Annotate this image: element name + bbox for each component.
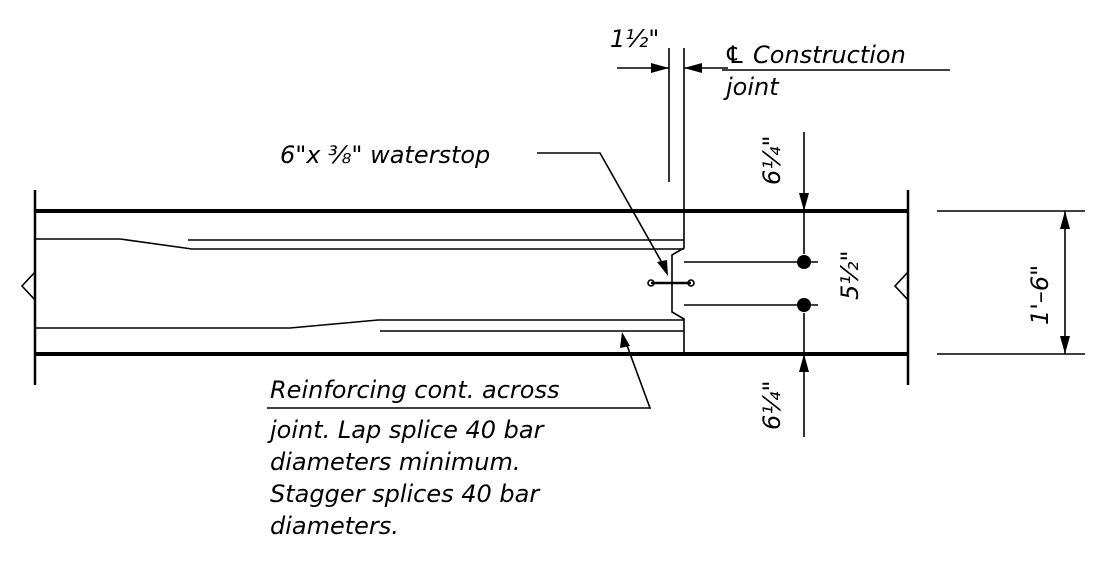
waterstop-leader [537, 152, 666, 269]
bar-spacing-dim-label: 5½" [836, 250, 864, 300]
top-cover-arrow [799, 193, 809, 211]
note-line-2: joint. Lap splice 40 bar [267, 416, 546, 444]
waterstop-bulb-left [647, 279, 655, 287]
construction-label: Construction [753, 41, 906, 69]
top-cover-dim-label: 6¼" [758, 135, 786, 185]
bar-spacing-dim-frac: ½" [836, 250, 864, 284]
construction-joint [668, 48, 685, 354]
bottom-bar-left [35, 319, 684, 329]
waterstop-bulb-right [687, 279, 695, 287]
gap-arrow-right [684, 63, 702, 73]
slab-thickness-dimension: 1'–6" [937, 210, 1085, 355]
waterstop-label: 6"x ⅜" waterstop [280, 141, 490, 169]
waterstop-label-frac: ⅜ [328, 141, 351, 169]
thickness-arrow-bottom [1060, 336, 1070, 354]
construction-joint-label: ℄ Construction joint [722, 41, 950, 101]
bottom-cover-dim-whole: 6 [758, 415, 786, 430]
gap-arrow-left [651, 63, 669, 73]
joint-gap-dimension: 1 ½" [610, 25, 728, 73]
waterstop [537, 152, 695, 287]
top-cover-dim-frac: ¼" [758, 135, 786, 169]
thickness-arrow-top [1060, 211, 1070, 229]
right-break-line [893, 211, 909, 354]
reinforcing-leader [267, 332, 652, 409]
bar-spacing-dim-whole: 5 [836, 285, 864, 300]
left-break-line [20, 211, 36, 354]
gap-dim-frac: ½" [625, 25, 659, 53]
centerline-symbol: ℄ [724, 41, 746, 69]
top-transverse-bar [797, 255, 811, 269]
joint-label: joint [723, 73, 780, 101]
bottom-cover-dim-label: 6¼" [758, 380, 786, 430]
note-line-4: Stagger splices 40 bar [270, 480, 541, 508]
top-bar-left [35, 238, 684, 250]
thickness-dim-label: 1'–6" [1026, 265, 1054, 325]
reinforcing-bars [35, 238, 818, 332]
reinforcing-leader-arrow [620, 332, 630, 348]
note-line-5: diameters. [270, 512, 399, 540]
waterstop-label-prefix: 6"x [280, 141, 328, 169]
slab-section [20, 190, 910, 385]
vertical-cover-dimensions: 6¼" 5½" 6¼" [758, 132, 864, 437]
bottom-cover-arrow [799, 354, 809, 372]
note-line-3: diameters minimum. [270, 448, 520, 476]
reinforcing-leader-line [267, 339, 652, 409]
top-cover-dim-whole: 6 [758, 170, 786, 185]
reinforcing-note: Reinforcing cont. across joint. Lap spli… [267, 376, 559, 540]
waterstop-leader-arrow [657, 260, 668, 276]
bottom-cover-dim-frac: ¼" [758, 380, 786, 414]
note-line-1: Reinforcing cont. across [270, 376, 559, 404]
bottom-transverse-bar [797, 298, 811, 312]
waterstop-label-suffix: " waterstop [351, 141, 490, 169]
gap-dim-whole: 1 [610, 25, 625, 53]
